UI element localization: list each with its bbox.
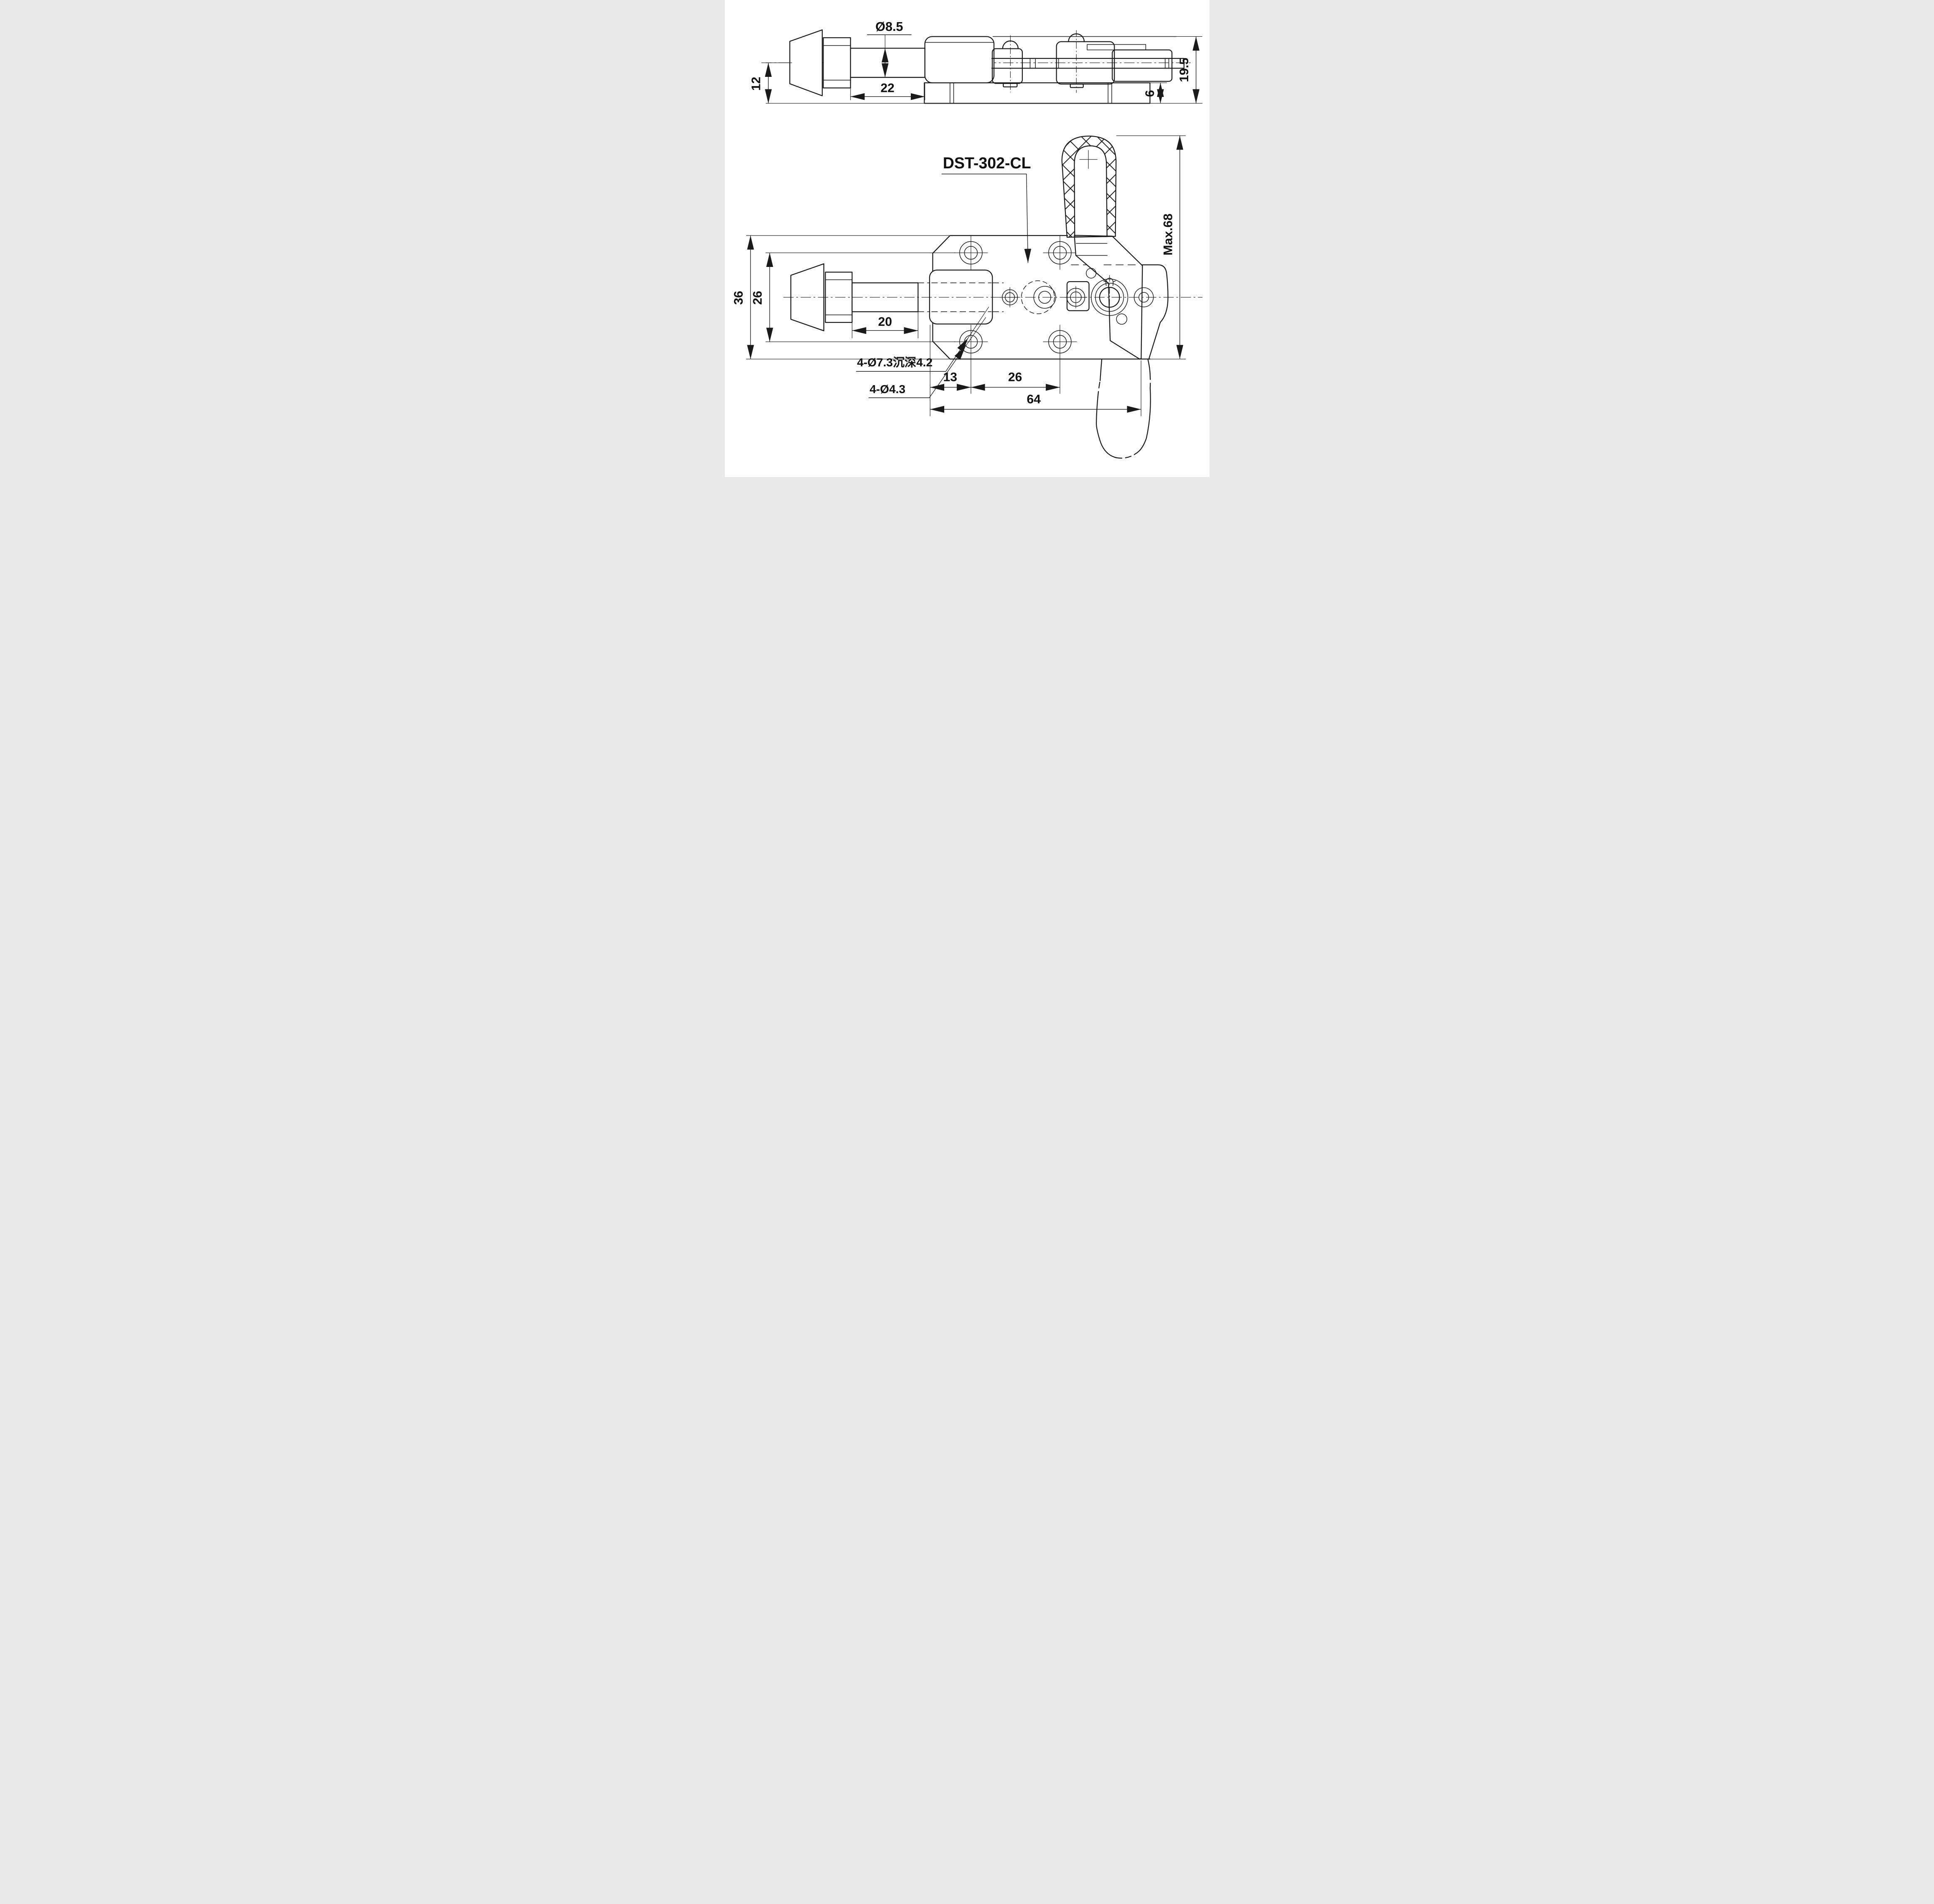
dim-center-to-base-group: 12 <box>749 62 792 104</box>
handle-lever-plan <box>1073 235 1143 360</box>
dim-shaft-length-plan: 20 <box>878 315 892 329</box>
through-hole-note: 4-Ø4.3 <box>869 383 905 396</box>
drawing-sheet: Ø8.5 12 22 19.5 6 <box>724 0 1210 477</box>
link-rod <box>991 58 1184 69</box>
spindle-shaft-side <box>850 48 925 78</box>
dim-bottom-chain-group: 13 26 64 <box>930 325 1141 416</box>
clamp-body-side <box>924 36 994 84</box>
top-view: Ø8.5 12 22 19.5 6 <box>749 20 1202 104</box>
mounting-holes <box>953 236 1077 359</box>
clevis-2-tab <box>1070 84 1084 88</box>
hex-nut-flats <box>823 45 851 81</box>
base-plate-side <box>923 82 1151 104</box>
rod-hidden-segment <box>992 282 1004 312</box>
small-hole-lower <box>1116 313 1127 325</box>
dim-plate-width: 36 <box>732 291 745 305</box>
dim-hole-row-spacing-group: 26 <box>751 252 956 342</box>
guide-block-plan <box>929 269 993 325</box>
hex-nut-flats-plan <box>825 279 852 315</box>
arm-plate-upper <box>1086 44 1146 51</box>
dim-shaft-length-plan-group: 20 <box>851 312 918 338</box>
hidden-washer-circle <box>1021 280 1055 315</box>
dim-shaft-length-top: 22 <box>880 81 894 95</box>
dim-max-height-group: Max.68 <box>1116 135 1186 360</box>
spindle-cone-side <box>789 29 823 96</box>
dim-overall-length: 64 <box>1027 392 1041 406</box>
dim-base-thickness: 6 <box>1143 90 1156 97</box>
technical-drawing: Ø8.5 12 22 19.5 6 <box>732 20 1202 459</box>
small-hole-upper <box>1085 268 1096 279</box>
dim-hole-offset: 13 <box>943 371 957 384</box>
block-hidden-bore <box>931 282 992 312</box>
clevis-2 <box>1056 41 1115 85</box>
dim-overall-height: 19.5 <box>1177 58 1191 82</box>
plan-view: DST-302-CL 36 26 20 4-Ø7.3沉深4.2 <box>732 135 1202 459</box>
hex-nut-side <box>822 37 851 89</box>
dim-hole-column-spacing: 26 <box>1008 371 1022 384</box>
part-number-leader <box>1024 174 1031 263</box>
dim-shaft-diameter-group: Ø8.5 <box>867 20 912 78</box>
part-number-group: DST-302-CL <box>941 154 1031 263</box>
dim-shaft-diameter: Ø8.5 <box>875 20 903 34</box>
counterbore-note: 4-Ø7.3沉深4.2 <box>857 356 933 369</box>
dim-plate-width-group: 36 <box>732 235 949 360</box>
dim-max-height: Max.68 <box>1161 213 1175 255</box>
grip-hatching <box>1062 136 1116 237</box>
dim-center-to-base: 12 <box>749 77 763 91</box>
pivot-housing-outline <box>1141 264 1169 360</box>
dim-shaft-length-group: 22 <box>850 79 925 100</box>
part-number-label: DST-302-CL <box>943 154 1031 172</box>
retaining-ring <box>1103 277 1116 286</box>
link-rod-joints <box>1029 58 1169 69</box>
dim-base-thickness-group: 6 <box>1143 82 1167 104</box>
dim-overall-height-group: 19.5 <box>1175 36 1202 104</box>
clevis-1 <box>991 48 1023 84</box>
lever-hub-lines <box>1075 243 1108 256</box>
handle-grip <box>1061 135 1116 238</box>
dim-hole-row-spacing: 26 <box>751 291 765 305</box>
grip-center-mark <box>1079 150 1098 169</box>
handle-lower-position <box>1095 358 1151 459</box>
shaft-hidden-segment <box>917 282 929 312</box>
arm-plate-outer <box>1111 49 1172 82</box>
base-feet-lines <box>949 82 1112 104</box>
